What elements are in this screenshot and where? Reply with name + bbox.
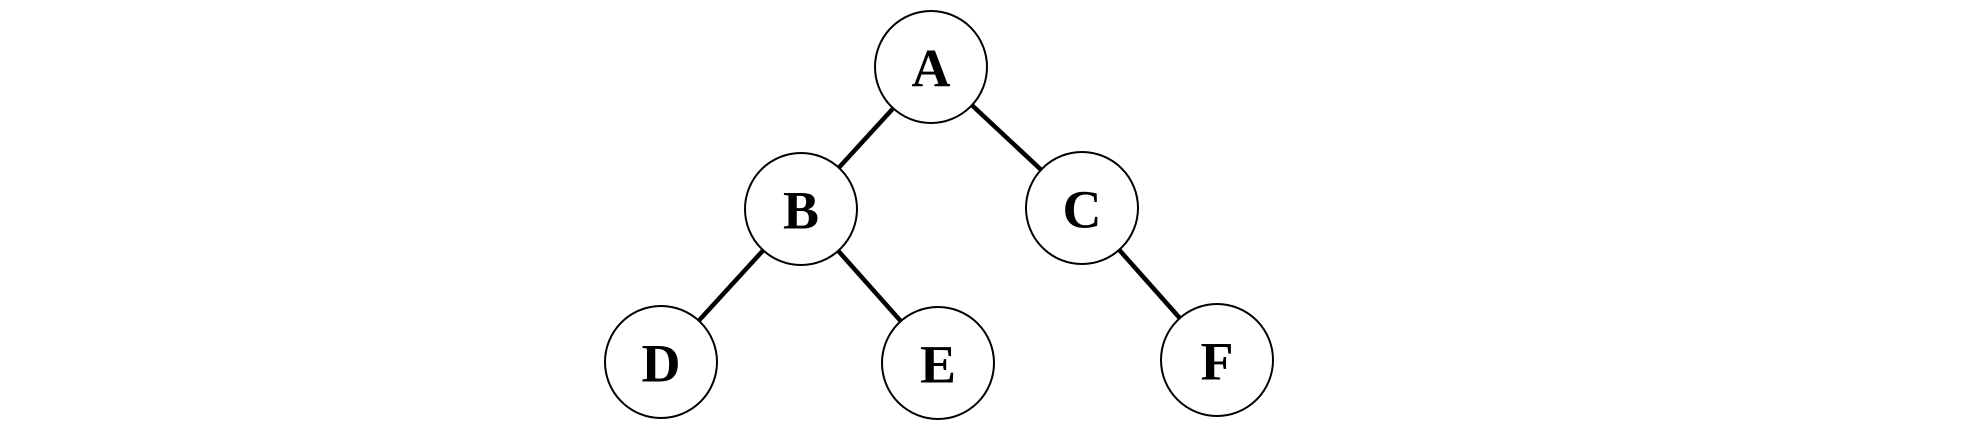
tree-node-B xyxy=(744,152,858,266)
tree-node-F xyxy=(1160,303,1274,417)
tree-labels: A B C D E F xyxy=(642,39,1234,395)
tree-node-E xyxy=(881,306,995,420)
tree-nodes xyxy=(604,10,1274,420)
tree-node-A xyxy=(874,10,988,124)
tree-node-label-B: B xyxy=(783,181,819,241)
tree-node-label-F: F xyxy=(1201,332,1234,392)
tree-node-label-D: D xyxy=(642,334,681,394)
tree-node-label-C: C xyxy=(1063,180,1102,240)
tree-node-D xyxy=(604,305,718,419)
tree-node-label-A: A xyxy=(912,39,951,99)
tree-node-label-E: E xyxy=(920,335,956,395)
tree-node-C xyxy=(1025,151,1139,265)
